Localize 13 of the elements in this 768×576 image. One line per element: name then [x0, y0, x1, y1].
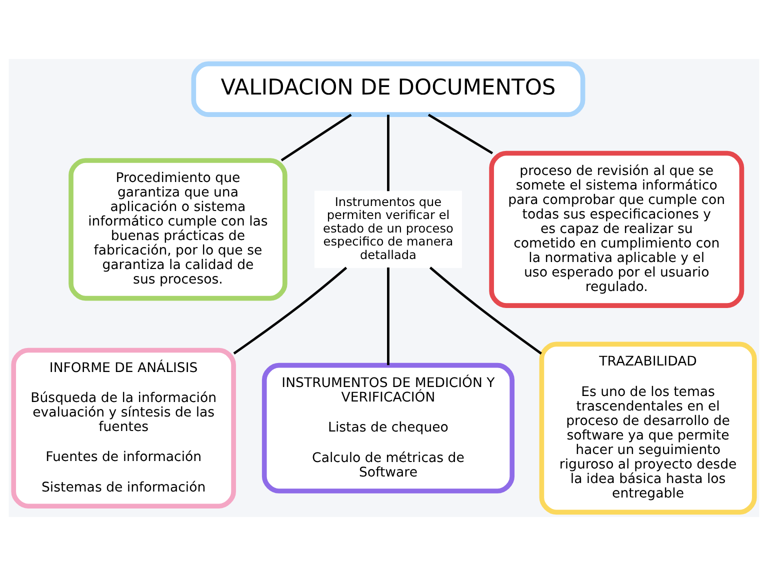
node-box: INSTRUMENTOS DE MEDICIÓN Y VERIFICACIÓN Listas de chequeo Calculo de métricas de Software [262, 362, 515, 494]
connector [387, 268, 390, 366]
node-box: proceso de revisión al que se somete el sistema informático para comprobar que cumple con todas sus especificaciones y es capaz de realizar su cometido en cumplimiento con la normativa aplicable y el uso esperado por el usuario regulado. [489, 150, 744, 308]
node-box: TRAZABILIDAD Es uno de los temas trascendentales en el proceso de desarrollo de software ya que permite hacer un seguimiento riguroso al proyecto desde la idea básica hasta los entregable [539, 342, 757, 515]
node-box: INFORME DE ANÁLISIS Búsqueda de la información evaluación y síntesis de las fuentes Fuentes de información Sistemas de información [11, 348, 236, 509]
node-box: VALIDACION DE DOCUMENTOS [191, 61, 586, 117]
connector [233, 266, 348, 354]
node-box: Instrumentos que permiten verificar el estado de un proceso especifico de manera detallada [314, 190, 462, 268]
connector [428, 114, 494, 154]
connector [280, 114, 352, 162]
connector [387, 114, 390, 192]
node-box: Procedimiento que garantiza que una aplicación o sistema informático cumple con las buenas prácticas de fabricación, por lo que se garantiza la calidad de sus procesos. [68, 158, 288, 301]
connector [429, 266, 542, 355]
